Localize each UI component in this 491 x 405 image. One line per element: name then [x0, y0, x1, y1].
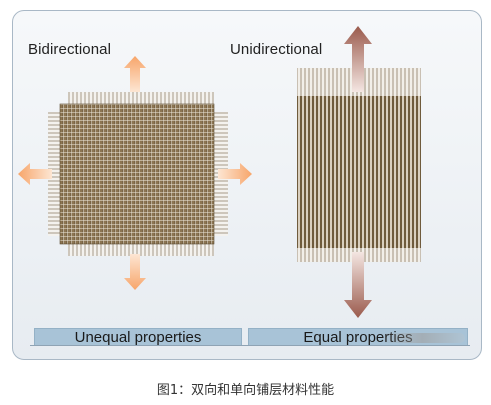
watermark: [380, 333, 465, 343]
arrow-up-icon: [344, 26, 372, 92]
figure-caption: 图1：双向和单向铺层材料性能: [156, 383, 335, 398]
bar-underline: [30, 345, 470, 346]
arrow-left-icon: [18, 163, 52, 185]
arrow-down-icon: [344, 252, 372, 318]
unidirectional-label: Unidirectional: [230, 41, 323, 58]
unequal-properties-bar: Unequal properties: [34, 328, 242, 346]
arrow-right-icon: [218, 163, 252, 185]
unidirectional-mat: [297, 68, 421, 262]
arrow-up-icon: [124, 56, 146, 92]
arrow-down-icon: [124, 254, 146, 290]
bidirectional-label: Bidirectional: [28, 41, 112, 58]
bidirectional-mat: [48, 92, 228, 256]
